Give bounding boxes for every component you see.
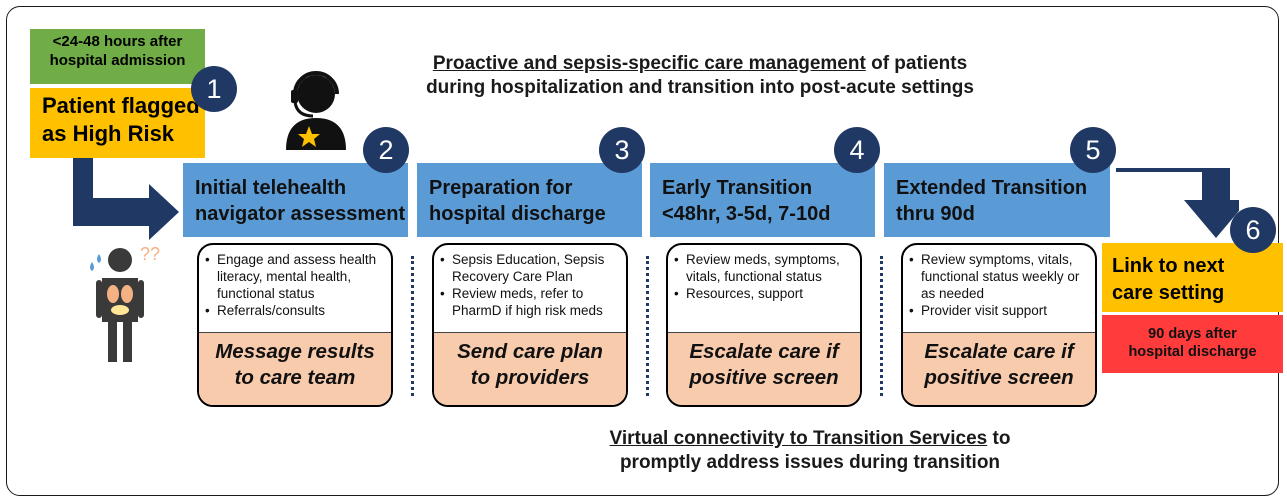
stage-5-card: Review symptoms, vitals, functional stat… [901, 243, 1097, 407]
step-3-badge: 3 [599, 127, 645, 173]
stage-4-card: Review meds, symptoms, vitals, functiona… [666, 243, 862, 407]
next-setting-line2: care setting [1112, 282, 1225, 304]
post-discharge-box: 90 days after hospital discharge [1102, 315, 1283, 373]
admission-window-box: <24-48 hours after hospital admission [30, 29, 205, 84]
stage-4-bullet-1: Review meds, symptoms, vitals, functiona… [674, 251, 856, 285]
stage-2-line2: navigator assessment [195, 203, 406, 225]
stage-3-line1: Preparation for [429, 177, 573, 199]
stage-2-card: Engage and assess health literacy, menta… [197, 243, 393, 407]
footer-note: Virtual connectivity to Transition Servi… [600, 427, 1020, 475]
stage-4-action-line2: positive screen [689, 366, 839, 389]
stage-3-header: Preparation for hospital discharge [417, 163, 642, 237]
stage-2-action-line2: to care team [234, 366, 356, 389]
stage-3-action-line1: Send care plan [457, 340, 603, 363]
separator-dots [411, 256, 414, 396]
title-line2: during hospitalization and transition in… [426, 77, 974, 98]
arrow-down-right-icon [73, 158, 179, 240]
footer-underlined: Virtual connectivity to Transition Servi… [609, 428, 988, 449]
title-rest: of patients [865, 53, 968, 74]
stage-2-action-line1: Message results [215, 340, 375, 363]
stage-4-header: Early Transition <48hr, 3-5d, 7-10d [650, 163, 875, 237]
post-discharge-line1: 90 days after [1148, 326, 1237, 342]
next-care-setting-box: Link to next care setting [1102, 243, 1283, 312]
stage-2-bullet-2: Referrals/consults [205, 302, 387, 319]
stage-5-action: Escalate care if positive screen [903, 332, 1095, 405]
stage-4-bullet-2: Resources, support [674, 285, 856, 302]
stage-4-line1: Early Transition [662, 177, 813, 199]
stage-5-bullet-1: Review symptoms, vitals, functional stat… [909, 251, 1091, 302]
flag-line2: as High Risk [42, 121, 175, 146]
arrow-right-down-icon [1116, 168, 1239, 238]
svg-text:??: ?? [140, 244, 160, 264]
stage-4-action: Escalate care if positive screen [668, 332, 860, 405]
stage-3-bullet-1: Sepsis Education, Sepsis Recovery Care P… [440, 251, 622, 285]
flag-line1: Patient flagged [42, 93, 200, 118]
stage-2-line1: Initial telehealth [195, 177, 347, 199]
admission-window-line1: <24-48 hours after [52, 33, 183, 50]
step-6-badge: 6 [1230, 207, 1276, 253]
footer-line2: promptly address issues during transitio… [619, 452, 1001, 473]
step-2-badge: 2 [363, 127, 409, 173]
stage-2-header: Initial telehealth navigator assessment [183, 163, 408, 237]
stage-3-line2: hospital discharge [429, 203, 606, 225]
step-1-badge: 1 [191, 66, 237, 112]
stage-4-action-line1: Escalate care if [689, 340, 839, 363]
separator-dots [646, 256, 649, 396]
admission-window-line2: hospital admission [49, 52, 186, 69]
title-underlined: Proactive and sepsis-specific care manag… [432, 53, 866, 74]
navigator-headset-icon [286, 71, 346, 150]
stage-5-action-line2: positive screen [924, 366, 1074, 389]
stage-2-bullet-1: Engage and assess health literacy, menta… [205, 251, 387, 302]
stage-5-action-line1: Escalate care if [924, 340, 1074, 363]
stage-3-bullet-2: Review meds, refer to PharmD if high ris… [440, 285, 622, 319]
next-setting-line1: Link to next [1112, 255, 1225, 277]
stage-5-header: Extended Transition thru 90d [884, 163, 1110, 237]
post-discharge-line2: hospital discharge [1128, 344, 1257, 360]
stage-3-action: Send care plan to providers [434, 332, 626, 405]
separator-dots [880, 256, 883, 396]
stage-4-line2: <48hr, 3-5d, 7-10d [662, 203, 831, 225]
stage-3-card: Sepsis Education, Sepsis Recovery Care P… [432, 243, 628, 407]
stage-5-bullet-2: Provider visit support [909, 302, 1091, 319]
stage-2-action: Message results to care team [199, 332, 391, 405]
stage-5-line2: thru 90d [896, 203, 975, 225]
page-title: Proactive and sepsis-specific care manag… [330, 52, 1070, 100]
stage-5-line1: Extended Transition [896, 177, 1088, 199]
high-risk-flag-box: Patient flagged as High Risk [30, 88, 205, 158]
step-5-badge: 5 [1070, 127, 1116, 173]
step-4-badge: 4 [834, 127, 880, 173]
sick-patient-icon: ?? [90, 244, 160, 362]
footer-rest: to [987, 428, 1011, 449]
stage-3-action-line2: to providers [470, 366, 590, 389]
